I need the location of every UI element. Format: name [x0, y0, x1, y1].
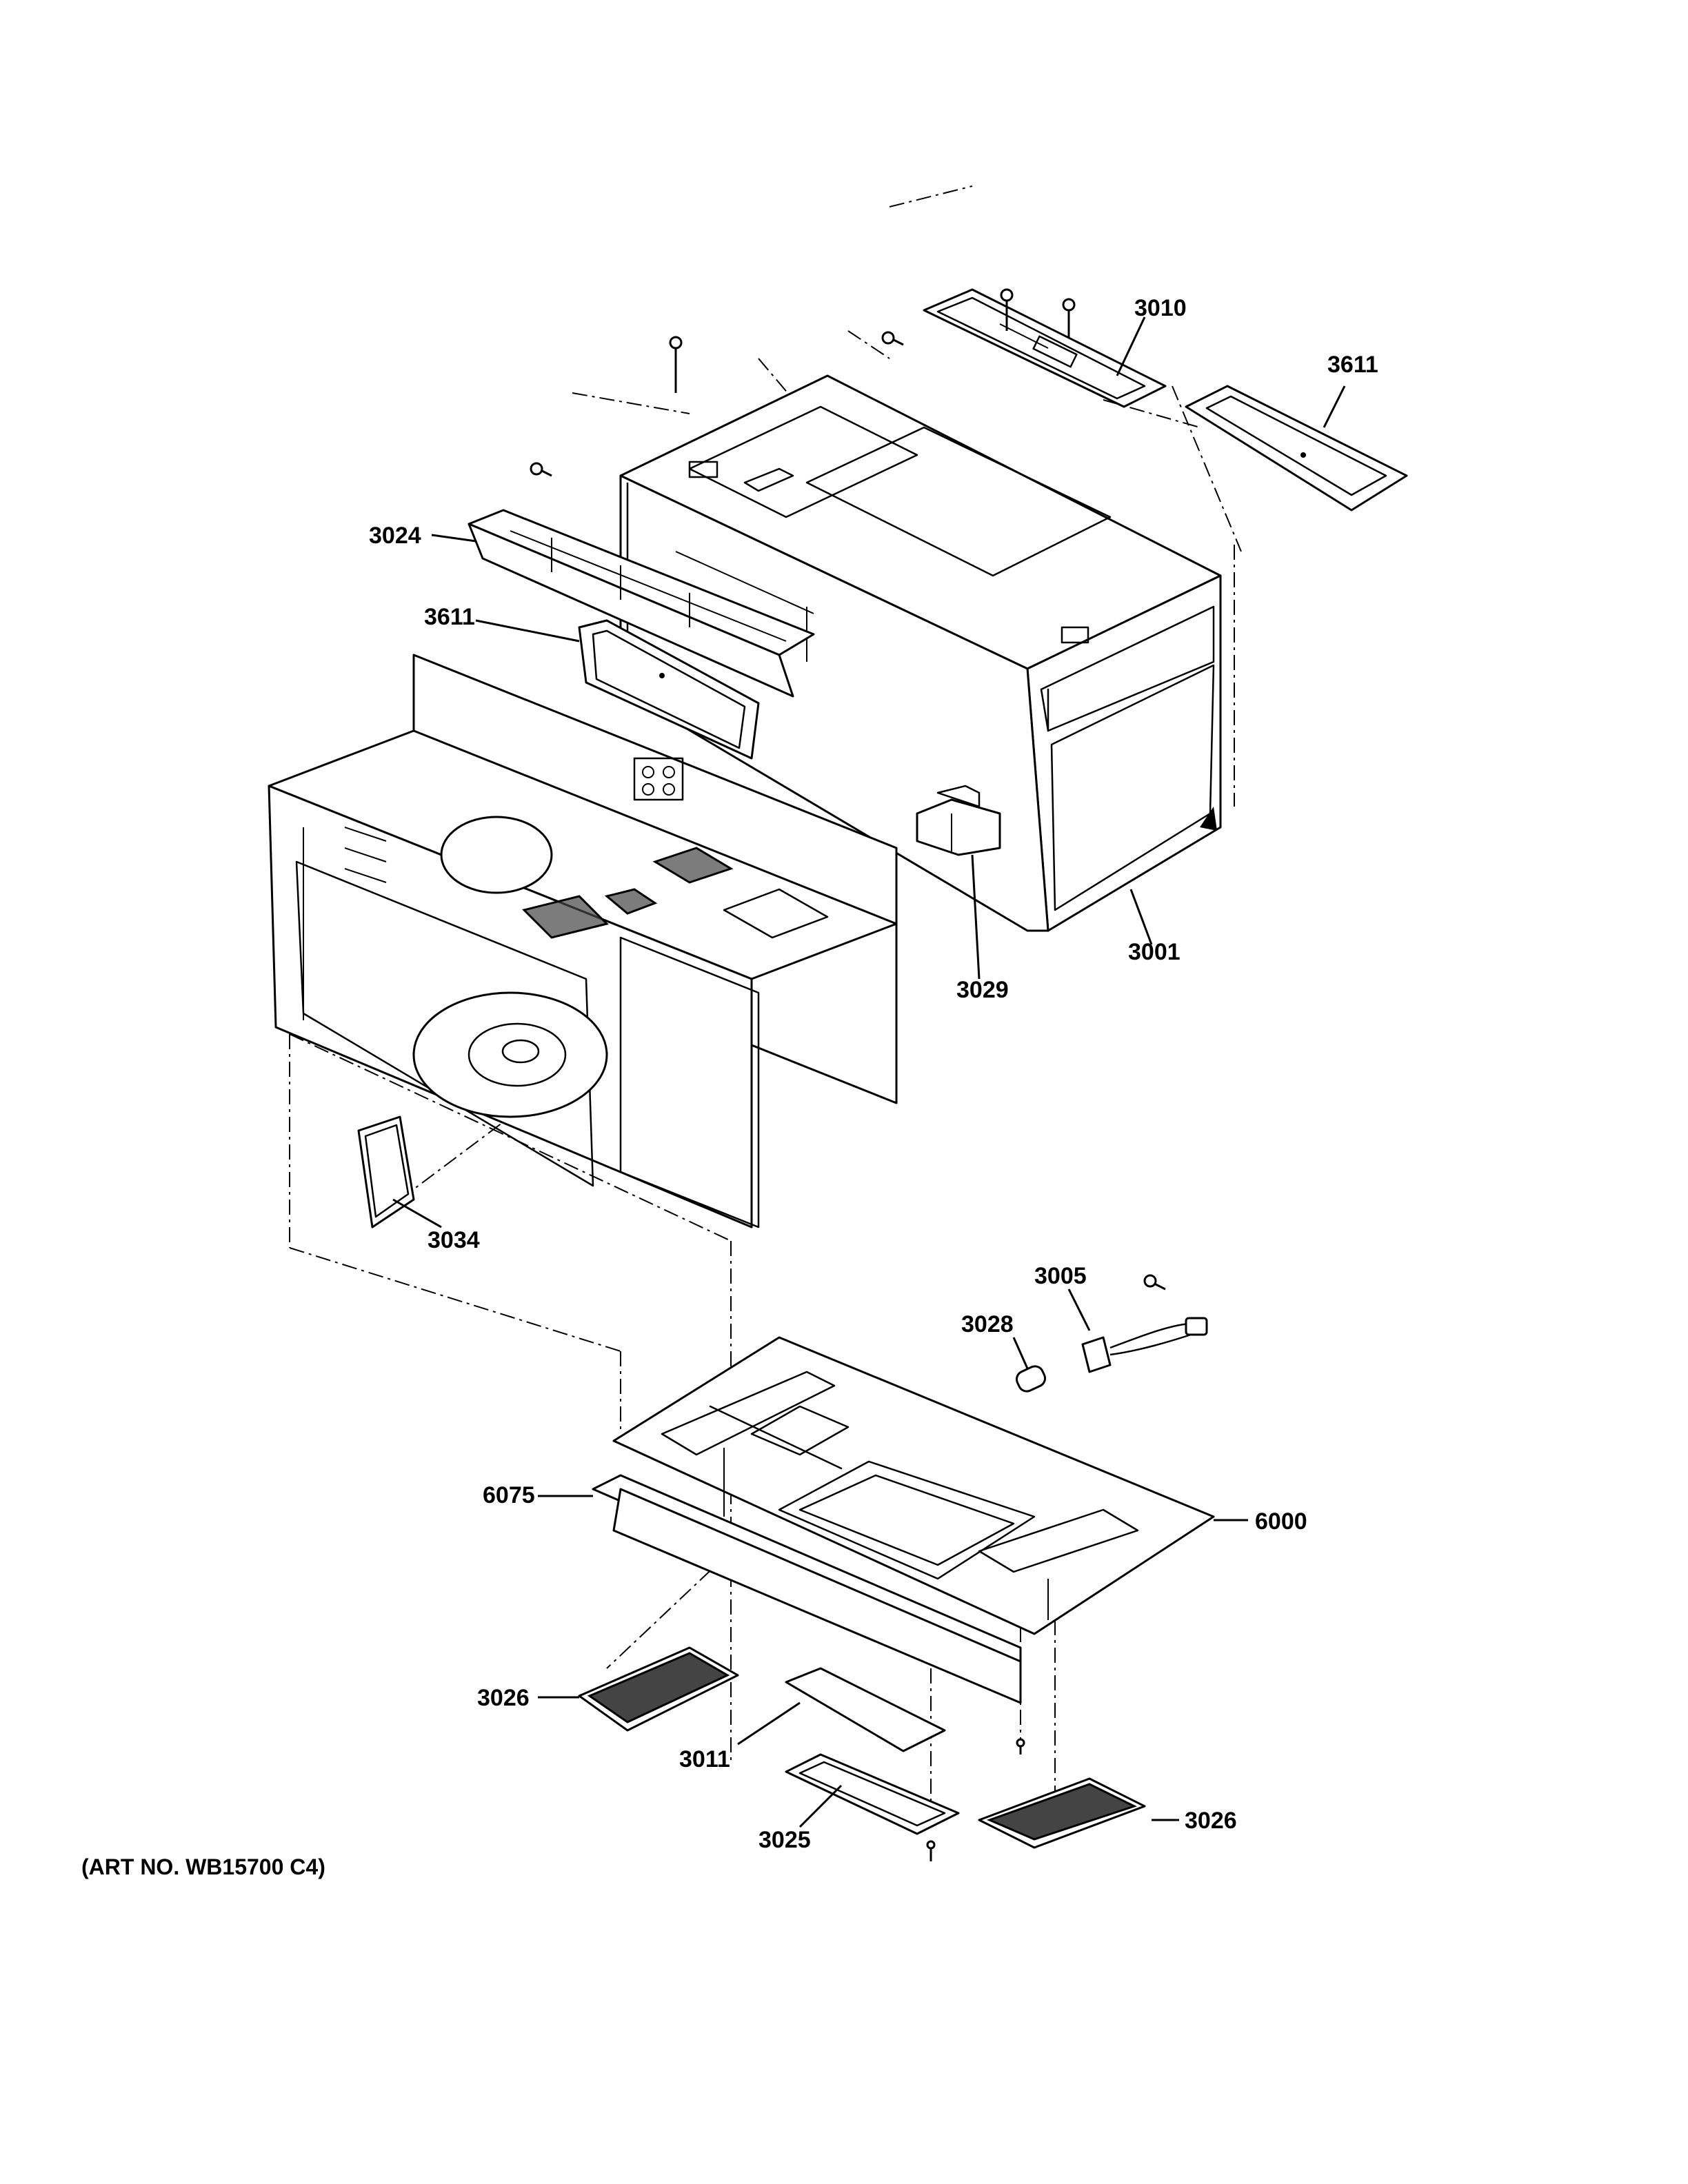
- label-6075: 6075: [483, 1482, 535, 1508]
- part-3611-left-plate: [578, 619, 760, 760]
- label-3025: 3025: [758, 1827, 811, 1853]
- part-3025-lamp-cover: [785, 1738, 1025, 1861]
- label-3029: 3029: [956, 977, 1009, 1003]
- part-3005-3028-lamp: [1015, 1274, 1208, 1393]
- label-3611-left: 3611: [424, 604, 475, 630]
- label-3034: 3034: [428, 1227, 480, 1253]
- label-3010: 3010: [1134, 295, 1187, 321]
- label-6000: 6000: [1255, 1508, 1307, 1535]
- label-3001: 3001: [1128, 939, 1180, 965]
- label-3026-right: 3026: [1185, 1808, 1237, 1834]
- label-3611-top: 3611: [1327, 352, 1378, 378]
- part-3034-cover: [357, 1115, 415, 1228]
- label-3005: 3005: [1034, 1263, 1087, 1289]
- art-number-caption: (ART NO. WB15700 C4): [81, 1854, 325, 1879]
- part-labels: 3010 3611 3024 3611 3029 3001 3034 3005 …: [369, 295, 1378, 1853]
- part-6000-bottom-plate: [592, 1336, 1215, 1704]
- label-3026-left: 3026: [477, 1685, 530, 1711]
- label-3028: 3028: [961, 1311, 1014, 1337]
- part-3026-filter-right: [978, 1777, 1146, 1849]
- part-3611-top-plate: [1185, 385, 1408, 512]
- part-oven-chassis: [268, 654, 898, 1228]
- label-3011: 3011: [679, 1746, 730, 1772]
- leader-lines: [392, 316, 1346, 1828]
- label-3024: 3024: [369, 523, 421, 549]
- part-3024-vent-grille: [468, 509, 815, 698]
- assembly-guide-lines: [289, 185, 1242, 1827]
- part-3011-lens: [785, 1667, 946, 1752]
- part-3029-actuator: [916, 785, 1001, 856]
- part-3026-filter-left: [578, 1646, 739, 1732]
- part-3010-bracket: [923, 288, 1167, 408]
